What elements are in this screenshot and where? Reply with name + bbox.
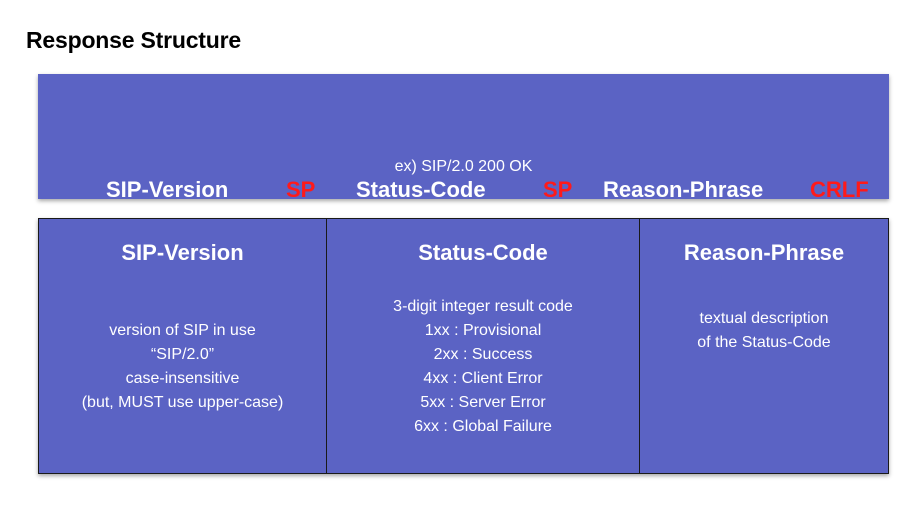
description-line: 6xx : Global Failure (414, 418, 552, 435)
box-description: textual description of the Status-Code (640, 307, 888, 355)
description-line: 1xx : Provisional (424, 322, 542, 339)
description-line: 4xx : Client Error (423, 370, 543, 387)
description-line: (but, MUST use upper-case) (81, 394, 284, 411)
reason-phrase-box: Reason-Phrase textual description of the… (640, 218, 889, 474)
format-crlf-delimiter: CRLF (810, 177, 869, 202)
box-title: Status-Code (418, 240, 548, 265)
format-sip-version: SIP-Version (106, 177, 229, 202)
format-sp-delimiter: SP (543, 177, 573, 202)
box-description: 3-digit integer result code 1xx : Provis… (327, 295, 639, 439)
box-description: version of SIP in use “SIP/2.0” case-ins… (39, 319, 326, 415)
box-title: SIP-Version (121, 240, 244, 265)
description-line: case-insensitive (125, 370, 240, 387)
format-status-code: Status-Code (356, 177, 486, 202)
sip-version-box: SIP-Version version of SIP in use “SIP/2… (38, 218, 327, 474)
description-line: 2xx : Success (433, 346, 533, 363)
status-code-box: Status-Code 3-digit integer result code … (327, 218, 640, 474)
description-line: textual description (699, 310, 829, 327)
description-line: version of SIP in use (109, 322, 256, 339)
description-line: 3-digit integer result code (393, 298, 573, 315)
field-descriptions: SIP-Version version of SIP in use “SIP/2… (38, 218, 889, 474)
description-line: 5xx : Server Error (420, 394, 546, 411)
format-banner: SIP-Version SP Status-Code SP Reason-Phr… (38, 74, 889, 202)
example-response: ex) SIP/2.0 200 OK (394, 158, 533, 175)
format-reason-phrase: Reason-Phrase (603, 177, 764, 202)
format-sp-delimiter: SP (286, 177, 316, 202)
box-title: Reason-Phrase (683, 240, 845, 265)
page-title: Response Structure (26, 27, 241, 53)
description-line: of the Status-Code (697, 334, 831, 351)
description-line: “SIP/2.0” (150, 346, 215, 363)
